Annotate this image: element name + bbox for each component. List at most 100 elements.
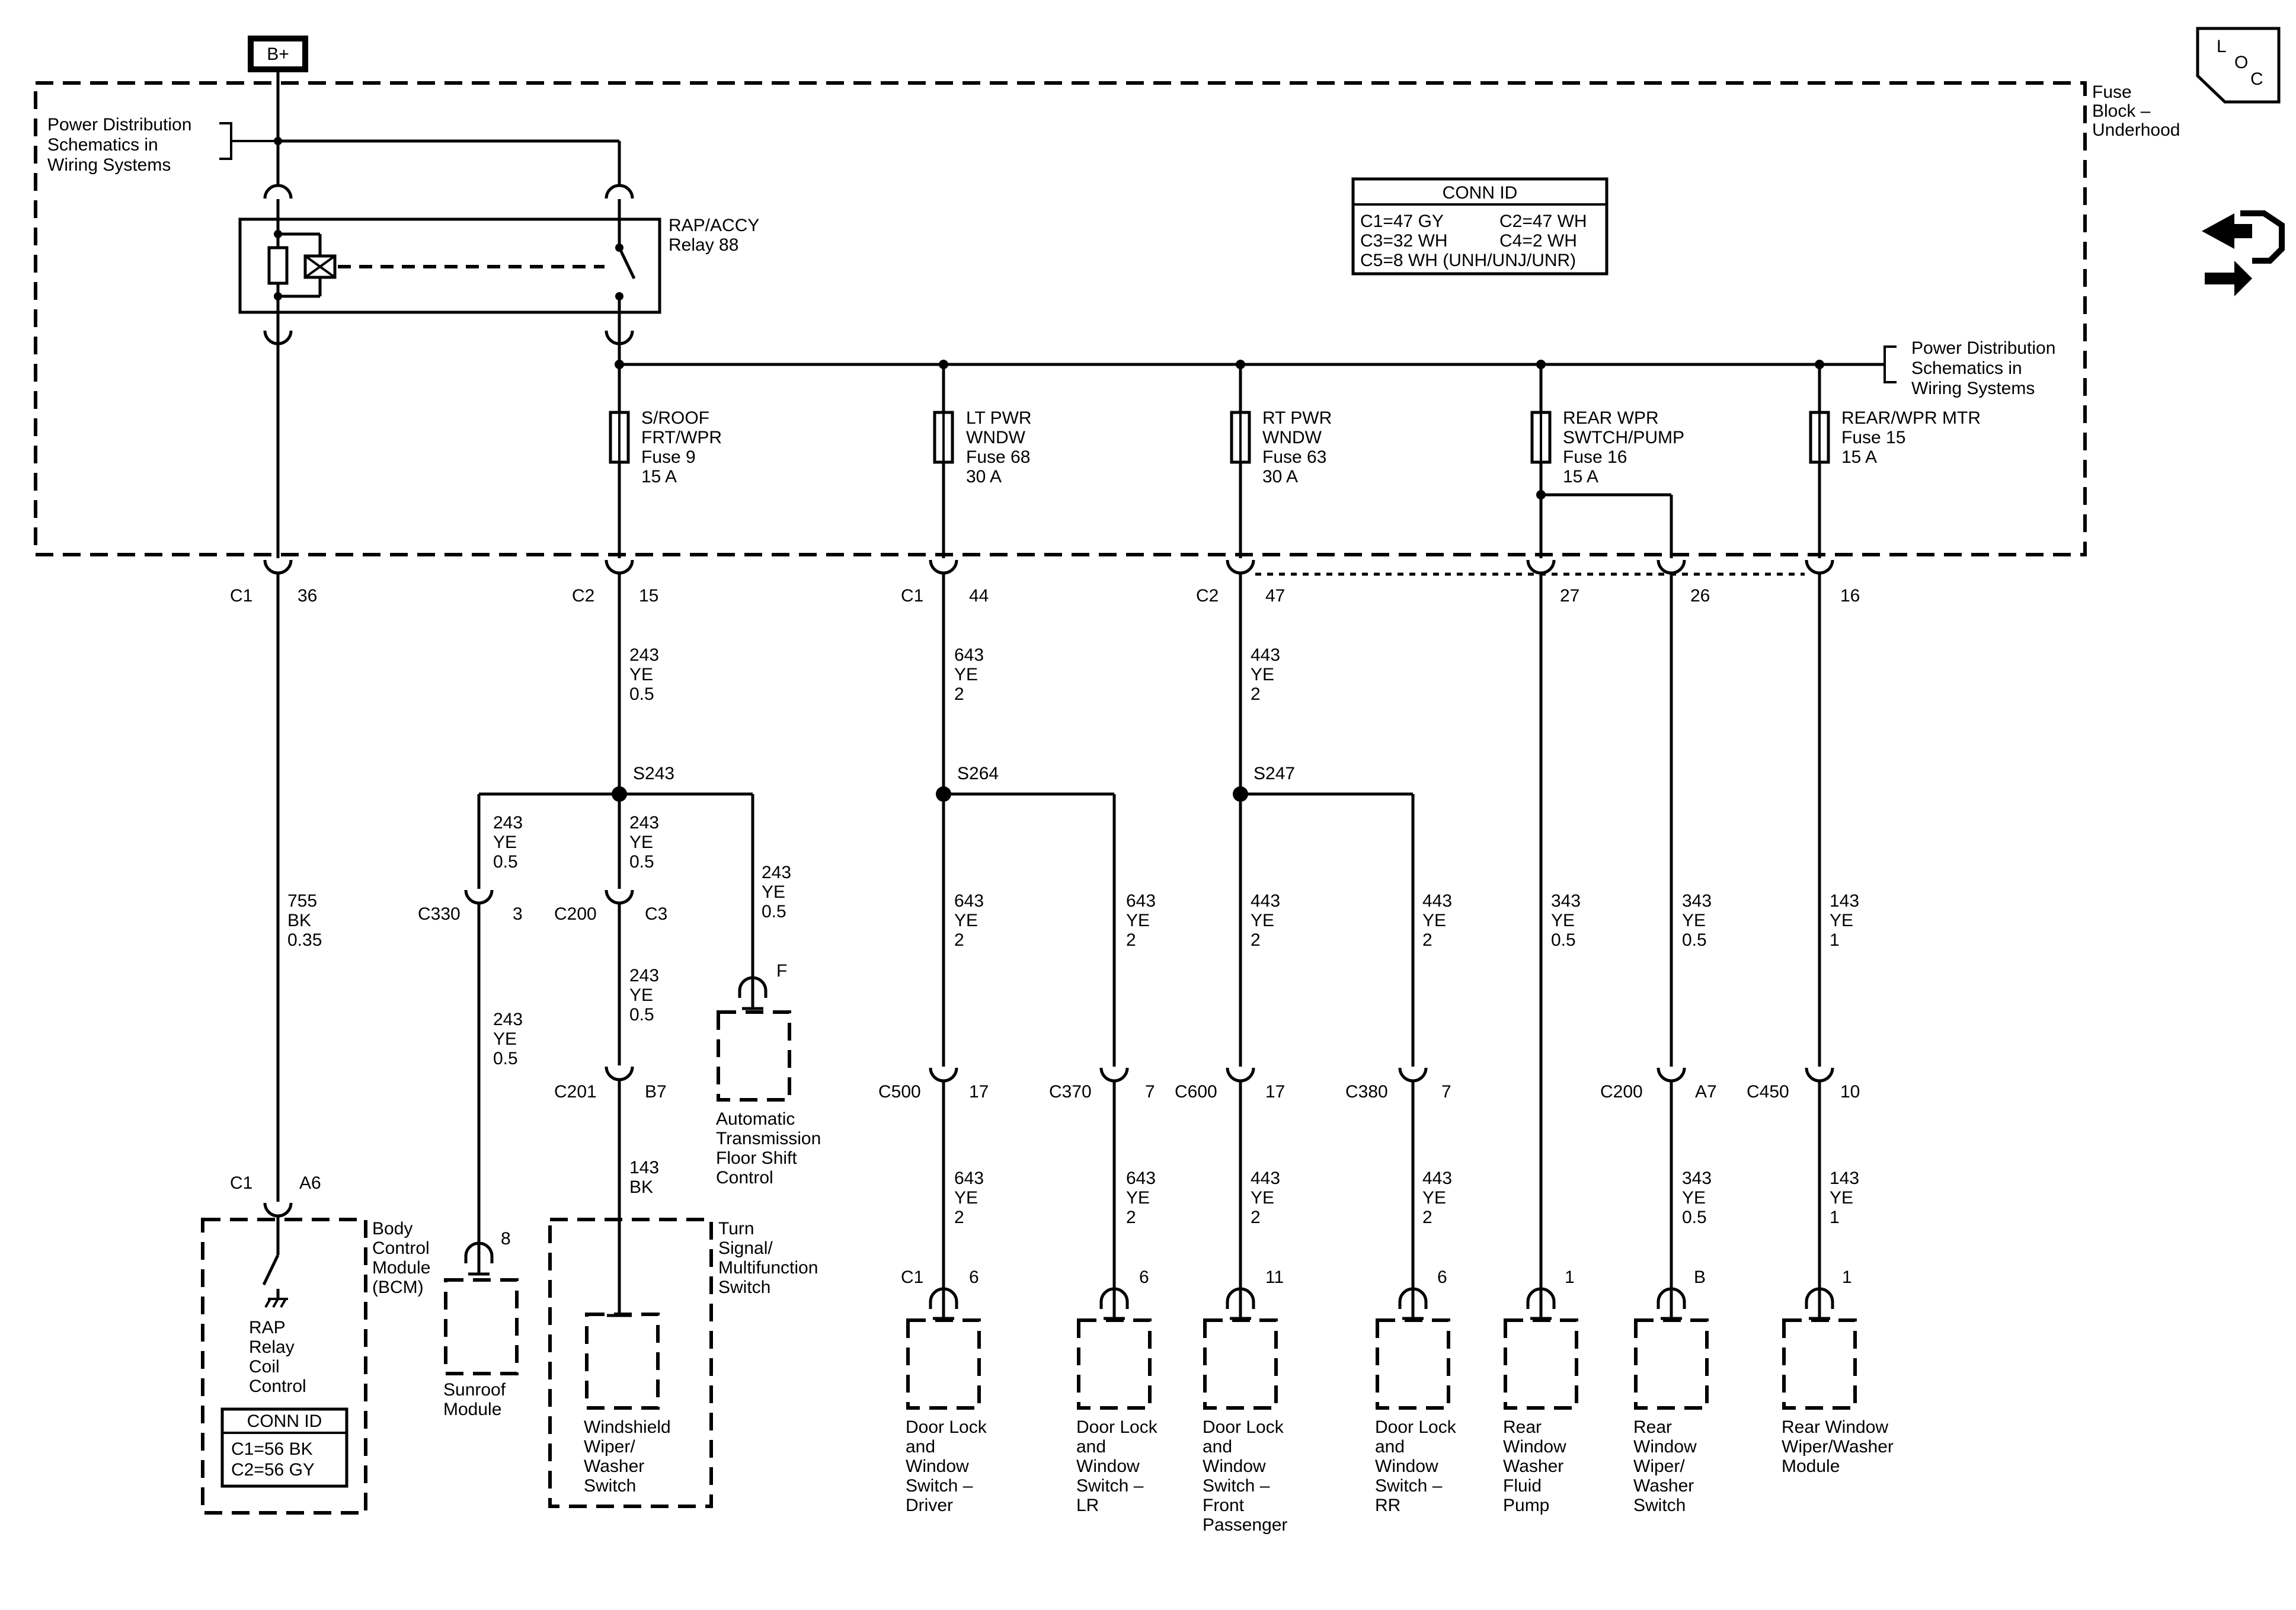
svg-text:YE: YE xyxy=(1126,1188,1150,1208)
power-distribution-ref-left[interactable]: Power Distribution Schematics in Wiring … xyxy=(47,115,278,175)
svg-text:Floor Shift: Floor Shift xyxy=(716,1148,797,1168)
svg-text:C2=47 WH: C2=47 WH xyxy=(1499,212,1587,231)
battery-label: B+ xyxy=(267,44,289,64)
loc-icon[interactable]: L O C xyxy=(2196,27,2281,104)
hand-arrows-icon[interactable] xyxy=(2202,210,2285,296)
svg-text:343: 343 xyxy=(1551,891,1581,911)
svg-text:YE: YE xyxy=(1251,911,1274,930)
door-lock-window-switch-rr[interactable]: 6 Door Lock and Window Switch – RR xyxy=(1375,1267,1457,1515)
svg-text:S/ROOF: S/ROOF xyxy=(641,408,709,428)
fuse-block-connectors: C1 36 C2 15 C1 44 C2 47 27 26 16 xyxy=(230,559,1860,606)
svg-text:REAR WPR: REAR WPR xyxy=(1563,408,1659,428)
wire-343-label-b: 343 YE 0.5 xyxy=(1682,891,1712,950)
power-distribution-ref-right[interactable]: Power Distribution Schematics in Wiring … xyxy=(1819,338,2055,398)
svg-text:Window: Window xyxy=(906,1457,969,1476)
door-lock-window-switch-front-passenger[interactable]: 11 Door Lock and Window Switch – Front P… xyxy=(1203,1267,1287,1535)
svg-text:36: 36 xyxy=(298,586,317,606)
wire-243-label-a: 243 YE 0.5 xyxy=(629,645,659,704)
rear-window-wiper-washer-module[interactable]: 1 Rear Window Wiper/Washer Module xyxy=(1782,1267,1894,1476)
svg-text:RAP: RAP xyxy=(249,1318,286,1337)
svg-text:Wiper/Washer: Wiper/Washer xyxy=(1782,1437,1894,1457)
svg-text:Window: Window xyxy=(1503,1437,1566,1457)
svg-text:C1: C1 xyxy=(901,1267,923,1287)
door-lock-window-switch-lr[interactable]: 6 Door Lock and Window Switch – LR xyxy=(1076,1267,1158,1515)
fuse-63: RT PWR WNDW Fuse 63 30 A xyxy=(1230,364,1332,486)
svg-text:Fuse: Fuse xyxy=(2092,82,2132,102)
wire-643-labels-b: 643 YE 2 643 YE 2 xyxy=(954,891,1156,950)
svg-text:443: 443 xyxy=(1422,891,1452,911)
svg-text:Rear Window: Rear Window xyxy=(1782,1417,1888,1437)
body-control-module[interactable]: C1 A6 RAP Relay Coil Control CONN ID C1=… xyxy=(201,1173,430,1515)
svg-text:and: and xyxy=(1375,1437,1405,1457)
svg-text:44: 44 xyxy=(969,586,989,606)
svg-text:Switch: Switch xyxy=(584,1476,636,1496)
svg-text:Fuse 68: Fuse 68 xyxy=(966,447,1030,467)
svg-text:643: 643 xyxy=(954,1169,984,1188)
svg-text:Module: Module xyxy=(372,1258,430,1278)
svg-text:643: 643 xyxy=(954,891,984,911)
wire-143-bk-label: 143 BK xyxy=(629,1158,659,1197)
wire-643-label-a: 643 YE 2 xyxy=(954,645,984,704)
svg-text:Schematics in: Schematics in xyxy=(47,135,158,155)
svg-text:243: 243 xyxy=(762,863,791,882)
svg-text:and: and xyxy=(1203,1437,1232,1457)
svg-text:Washer: Washer xyxy=(584,1457,644,1476)
svg-text:YE: YE xyxy=(1251,1188,1274,1208)
svg-text:2: 2 xyxy=(954,684,964,704)
svg-text:7: 7 xyxy=(1441,1082,1451,1102)
svg-text:YE: YE xyxy=(954,665,978,684)
fuse-block-label: Fuse Block – Underhood xyxy=(2092,82,2180,140)
turn-signal-multifunction-switch[interactable]: Windshield Wiper/ Washer Switch Turn Sig… xyxy=(548,1218,818,1508)
svg-text:0.5: 0.5 xyxy=(629,684,654,704)
svg-text:143: 143 xyxy=(1830,1169,1859,1188)
door-lock-window-switch-driver[interactable]: C1 6 Door Lock and Window Switch – Drive… xyxy=(901,1267,987,1515)
svg-text:243: 243 xyxy=(629,645,659,665)
svg-text:YE: YE xyxy=(629,985,653,1005)
sunroof-module[interactable]: 8 Sunroof Module xyxy=(443,1229,519,1419)
battery-positive-symbol: B+ xyxy=(248,36,308,72)
svg-text:Relay 88: Relay 88 xyxy=(669,235,738,255)
svg-text:and: and xyxy=(906,1437,935,1457)
svg-text:343: 343 xyxy=(1682,1169,1712,1188)
svg-text:Switch –: Switch – xyxy=(1203,1476,1270,1496)
svg-text:16: 16 xyxy=(1840,586,1860,606)
svg-text:FRT/WPR: FRT/WPR xyxy=(641,428,722,447)
wire-755-label: 755 BK 0.35 xyxy=(287,891,322,950)
svg-text:1: 1 xyxy=(1830,930,1840,950)
svg-text:BK: BK xyxy=(629,1177,653,1197)
rear-window-washer-fluid-pump[interactable]: 1 Rear Window Washer Fluid Pump xyxy=(1503,1267,1578,1515)
svg-text:Coil: Coil xyxy=(249,1357,280,1377)
svg-text:17: 17 xyxy=(1265,1082,1285,1102)
svg-text:Fuse 9: Fuse 9 xyxy=(641,447,696,467)
automatic-transmission-floor-shift-control[interactable]: F Automatic Transmission Floor Shift Con… xyxy=(716,961,821,1188)
svg-text:2: 2 xyxy=(1422,930,1432,950)
rear-window-wiper-washer-switch[interactable]: B Rear Window Wiper/ Washer Switch xyxy=(1633,1267,1709,1515)
svg-text:YE: YE xyxy=(629,833,653,852)
svg-text:Switch –: Switch – xyxy=(1375,1476,1443,1496)
svg-text:C330: C330 xyxy=(418,904,461,924)
svg-text:2: 2 xyxy=(1251,684,1261,704)
wire-243-labels-c: 243 YE 0.5 243 YE 0.5 xyxy=(493,966,659,1068)
svg-text:LT PWR: LT PWR xyxy=(966,408,1032,428)
svg-text:Fuse 16: Fuse 16 xyxy=(1563,447,1627,467)
svg-text:C2=56 GY: C2=56 GY xyxy=(231,1460,315,1480)
svg-text:WNDW: WNDW xyxy=(966,428,1026,447)
svg-text:SWTCH/PUMP: SWTCH/PUMP xyxy=(1563,428,1684,447)
svg-text:Module: Module xyxy=(443,1400,501,1419)
svg-text:YE: YE xyxy=(1830,911,1853,930)
svg-text:C3=32 WH: C3=32 WH xyxy=(1360,231,1448,251)
svg-text:CONN ID: CONN ID xyxy=(247,1411,322,1431)
svg-text:YE: YE xyxy=(493,833,517,852)
svg-text:C1=56 BK: C1=56 BK xyxy=(231,1439,313,1459)
svg-text:YE: YE xyxy=(762,882,785,902)
svg-text:C450: C450 xyxy=(1747,1082,1789,1102)
svg-text:YE: YE xyxy=(1682,911,1706,930)
svg-text:Fluid: Fluid xyxy=(1503,1476,1542,1496)
svg-text:10: 10 xyxy=(1840,1082,1860,1102)
svg-text:Door Lock: Door Lock xyxy=(1076,1417,1158,1437)
svg-text:1: 1 xyxy=(1830,1208,1840,1227)
svg-text:643: 643 xyxy=(1126,1169,1156,1188)
svg-text:443: 443 xyxy=(1251,645,1280,665)
svg-text:(BCM): (BCM) xyxy=(372,1278,424,1297)
svg-text:Wiper/: Wiper/ xyxy=(584,1437,635,1457)
